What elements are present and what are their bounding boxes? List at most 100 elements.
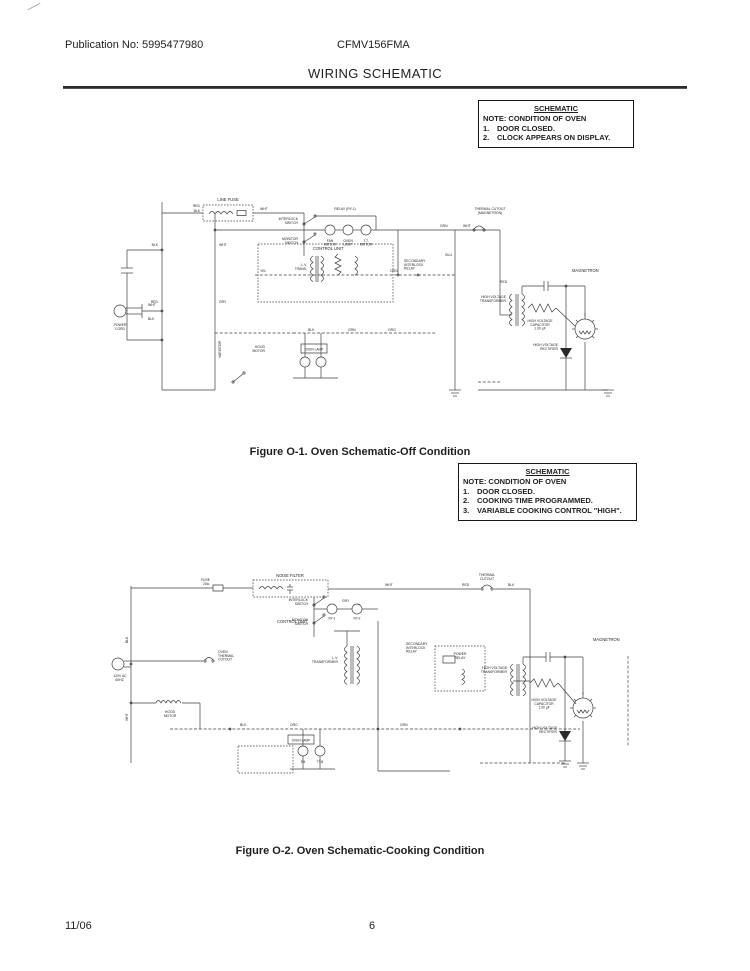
- footer-date: 11/06: [65, 920, 92, 932]
- wire-label: BLK: [240, 723, 247, 727]
- bus-lines: [121, 202, 216, 390]
- noise-filter-symbol: NOISE FILTER: [253, 573, 350, 597]
- turntable-motor-label: T.T.MOTOR: [360, 239, 373, 247]
- wire-label: BLK: [148, 317, 155, 321]
- varistor-label: VARISTOR: [218, 340, 222, 358]
- bus-lines: BLK WHT: [125, 586, 378, 771]
- wire-label: ORG: [290, 723, 298, 727]
- wire-label: RED: [193, 204, 201, 208]
- publication-number: Publication No: 5995477980: [65, 39, 204, 51]
- wire-label: WHT: [125, 713, 129, 721]
- lv-transformer-label: L.V.TRANSFORMER: [312, 656, 339, 664]
- thermal-cutout-label: THERMAL CUTOUT(MAGNETRON): [474, 207, 505, 215]
- note-item: 1. DOOR CLOSED.: [463, 486, 535, 496]
- wire-label: RED: [500, 280, 508, 284]
- magnetron-symbol: MAGNETRON: [570, 637, 628, 769]
- relay-label: RY-2: [354, 617, 361, 621]
- note-title: SCHEMATIC: [525, 467, 570, 476]
- wire-label: GRN: [440, 224, 448, 228]
- control-unit-label: CONTROL UNIT: [277, 619, 308, 624]
- wire-label: GRN: [348, 328, 356, 332]
- line-fuse-label: LINE FUSE: [217, 197, 238, 202]
- thermal-cutout-symbol: THERMAL CUTOUT(MAGNETRON) GRN WHT BLU: [440, 207, 506, 390]
- magnetron-label: MAGNETRON: [593, 637, 620, 642]
- wire-label: ORG: [390, 269, 398, 273]
- figure-1-caption: Figure O-1. Oven Schematic-Off Condition: [249, 446, 471, 458]
- magnetron-symbol: MAGNETRON: [572, 268, 599, 390]
- wire-label: BLK: [194, 209, 201, 213]
- page-title: WIRING SCHEMATIC: [308, 66, 442, 81]
- wire-label: WHT: [148, 303, 156, 307]
- wire-label: BLK: [125, 636, 129, 643]
- wire-label: ORG: [388, 328, 396, 332]
- oven-lamp-box-label: OVEN LAMP: [292, 739, 311, 743]
- note-subtitle: NOTE: CONDITION OF OVEN: [483, 113, 587, 123]
- mid-bus: BLK ORG GRN: [170, 723, 580, 730]
- schematic-note-box-1: SCHEMATIC NOTE: CONDITION OF OVEN 1. DOO…: [478, 100, 634, 148]
- control-unit-label: CONTROL UNIT: [313, 246, 344, 251]
- wire-label: BLU: [445, 253, 452, 257]
- oven-lamp-box-label: OVEN LAMP: [305, 348, 324, 352]
- bottom-lines-and-grounds: [449, 382, 614, 396]
- wire-label: WHT: [463, 224, 471, 228]
- wire-label: BLK: [508, 583, 515, 587]
- line-fuse-symbol: LINE FUSE RED BLK WHT: [162, 197, 304, 221]
- wire-label: BLK: [308, 328, 315, 332]
- wire-label: GRY: [219, 300, 227, 304]
- footer-page-number: 6: [369, 920, 376, 932]
- note-item: 3. VARIABLE COOKING CONTROL "HIGH".: [463, 506, 622, 515]
- wire-label: GRY: [342, 599, 350, 603]
- note-item: 2. CLOCK APPEARS ON DISPLAY.: [483, 133, 611, 143]
- note-title: SCHEMATIC: [533, 104, 579, 113]
- figure-2-caption: Figure O-2. Oven Schematic-Cooking Condi…: [235, 845, 485, 857]
- wire-label: RED: [462, 583, 470, 587]
- note-item: 1. DOOR CLOSED.: [483, 123, 555, 133]
- lv-transformer-label: L.V.TRANS.: [295, 263, 308, 271]
- wire-label: YEL: [260, 269, 267, 273]
- noise-filter-label: NOISE FILTER: [276, 573, 304, 578]
- note-item: 2. COOKING TIME PROGRAMMED.: [463, 496, 593, 506]
- oven-lamp-cluster: OVEN LAMP FM TTM: [238, 729, 335, 773]
- wire-label: WHT: [219, 243, 227, 247]
- mid-bus: BLK GRN ORG YEL ORG: [215, 269, 455, 333]
- wire-label: WHT: [260, 207, 268, 211]
- wire-label: WHT: [385, 583, 393, 587]
